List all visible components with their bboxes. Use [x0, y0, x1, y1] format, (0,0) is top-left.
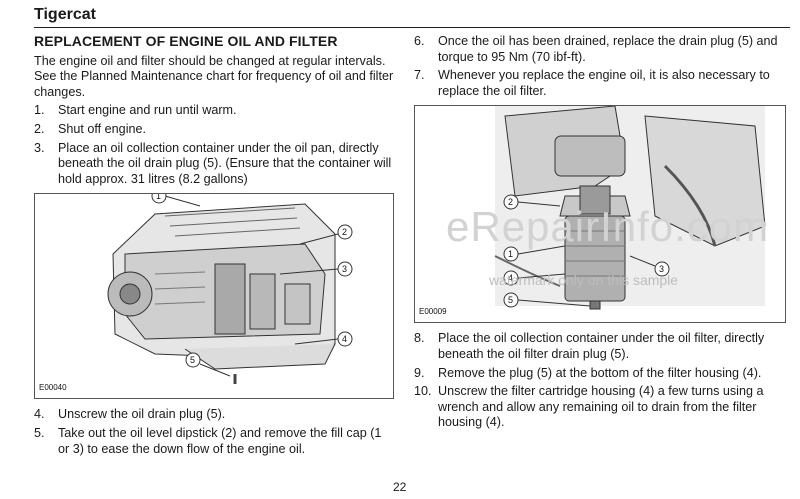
step-4: 4.Unscrew the oil drain plug (5).	[34, 407, 226, 422]
step-2: 2.Shut off engine.	[34, 121, 146, 136]
engine-figure: 1 2 3 4 5 E00040	[34, 193, 394, 400]
callout-4: 4	[342, 334, 347, 344]
step-5: 5.Take out the oil level dipstick (2) an…	[34, 425, 382, 456]
filter-figure: 2 1 3 4 5 E00009	[414, 105, 786, 324]
callout-2: 2	[342, 227, 347, 237]
page-number: 22	[393, 480, 407, 494]
callout-5: 5	[508, 295, 513, 305]
brand-title: Tigercat	[34, 6, 96, 23]
step-9: 9.Remove the plug (5) at the bottom of t…	[414, 365, 762, 380]
left-column: REPLACEMENT OF ENGINE OIL AND FILTER The…	[34, 33, 394, 460]
step-6: 6.Once the oil has been drained, replace…	[414, 34, 778, 64]
callout-2: 2	[508, 197, 513, 207]
step-10: 10.Unscrew the filter cartridge housing …	[414, 384, 764, 430]
right-column: 6.Once the oil has been drained, replace…	[414, 34, 786, 434]
watermark-sub: watermark only on this sample	[489, 272, 679, 288]
callout-3: 3	[342, 264, 347, 274]
step-3: 3.Place an oil collection container unde…	[34, 140, 392, 186]
callout-1: 1	[156, 194, 161, 201]
figure-code: E00040	[39, 382, 67, 392]
header-rule	[34, 27, 790, 28]
figure-code: E00009	[419, 306, 447, 316]
callout-5: 5	[190, 355, 195, 365]
step-1: 1.Start engine and run until warm.	[34, 103, 237, 118]
engine-illustration: 1 2 3 4 5	[107, 194, 353, 385]
section-title: REPLACEMENT OF ENGINE OIL AND FILTER	[34, 33, 338, 49]
callout-1: 1	[508, 249, 513, 259]
step-8: 8.Place the oil collection container und…	[414, 331, 765, 361]
callout-4: 4	[508, 273, 513, 283]
step-7: 7.Whenever you replace the engine oil, i…	[414, 68, 770, 98]
callout-3: 3	[659, 264, 664, 274]
filter-illustration: 2 1 3 4 5	[494, 106, 766, 310]
watermark-main: eRepairInfo.com	[446, 203, 770, 250]
intro-paragraph: The engine oil and filter should be chan…	[34, 53, 394, 99]
